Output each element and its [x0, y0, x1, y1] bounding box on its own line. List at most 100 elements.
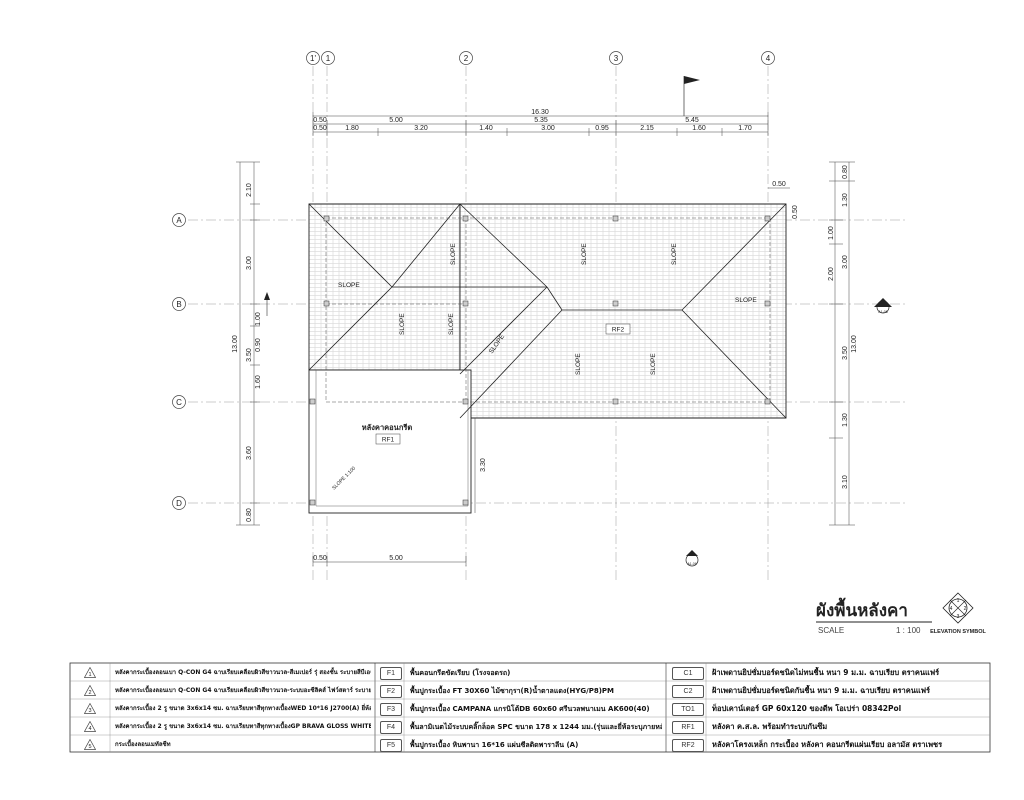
- bottom-dimensions: 0.50 5.00: [312, 555, 467, 566]
- svg-text:RF2: RF2: [612, 327, 625, 334]
- svg-text:2.00: 2.00: [828, 267, 835, 281]
- svg-text:3.20: 3.20: [414, 125, 428, 132]
- roof-outline: [308, 203, 787, 514]
- svg-text:0.95: 0.95: [595, 125, 609, 132]
- svg-text:0.80: 0.80: [246, 508, 253, 522]
- svg-text:1.70: 1.70: [738, 125, 752, 132]
- svg-text:3.10: 3.10: [842, 475, 849, 489]
- grid-bubble-col-4: 4: [761, 51, 775, 65]
- left-dimension-texts: 13.00 2.10 3.00 1.00 0.90 1.60 3.60 0.80…: [232, 183, 262, 522]
- grid-bubble-col-1: 1: [321, 51, 335, 65]
- svg-text:SLOPE: SLOPE: [581, 243, 588, 265]
- svg-text:SLOPE: SLOPE: [575, 353, 582, 375]
- elevation-symbol-icon: 1 2 3 4: [942, 592, 974, 624]
- svg-text:3.50: 3.50: [842, 346, 849, 360]
- right-dimensions: [829, 161, 855, 526]
- carport-label: หลังคาคอนกรีต RF1: [362, 423, 413, 445]
- svg-text:4: 4: [766, 54, 771, 63]
- svg-text:3.00: 3.00: [246, 256, 253, 270]
- svg-text:1.00: 1.00: [255, 312, 262, 326]
- svg-text:1.30: 1.30: [842, 193, 849, 207]
- svg-text:5.00: 5.00: [389, 555, 403, 562]
- svg-text:3: 3: [957, 614, 960, 620]
- left-marker-icon: [264, 292, 270, 316]
- svg-text:1 : 100: 1 : 100: [896, 626, 921, 635]
- svg-text:SCALE: SCALE: [818, 626, 844, 635]
- svg-text:2.10: 2.10: [246, 183, 253, 197]
- svg-text:หลังคาคอนกรีต: หลังคาคอนกรีต: [362, 423, 413, 432]
- svg-text:RF1: RF1: [382, 437, 395, 444]
- svg-text:0.80: 0.80: [842, 165, 849, 179]
- svg-text:1.00: 1.00: [828, 226, 835, 240]
- column-markers: [309, 215, 771, 506]
- svg-text:2: 2: [964, 606, 967, 612]
- svg-text:3.00: 3.00: [842, 255, 849, 269]
- svg-text:13.00: 13.00: [232, 335, 239, 353]
- svg-text:3: 3: [614, 54, 619, 63]
- grid-bubble-row-c: C: [172, 395, 186, 409]
- elevation-mark-right: A1-06: [874, 298, 892, 314]
- left-dimensions: [236, 161, 260, 526]
- svg-text:SLOPE: SLOPE: [650, 353, 657, 375]
- svg-text:1: 1: [957, 598, 960, 604]
- grid-bubbles-columns: 1' 1 2 3 4: [306, 51, 775, 65]
- svg-text:0.50: 0.50: [313, 125, 327, 132]
- svg-text:5.45: 5.45: [685, 117, 699, 124]
- svg-text:C: C: [176, 398, 182, 407]
- svg-text:0.50: 0.50: [313, 117, 327, 124]
- svg-text:5.35: 5.35: [534, 117, 548, 124]
- svg-text:1.80: 1.80: [345, 125, 359, 132]
- svg-text:4: 4: [950, 606, 953, 612]
- svg-text:1.60: 1.60: [692, 125, 706, 132]
- svg-text:A: A: [176, 216, 182, 225]
- svg-text:SLOPE: SLOPE: [671, 243, 678, 265]
- svg-text:1.60: 1.60: [255, 375, 262, 389]
- right-dimension-texts: 0.80 1.30 1.00 2.00 3.00 3.50 13.00 1.30…: [828, 165, 858, 489]
- svg-text:13.00: 13.00: [851, 335, 858, 353]
- svg-text:SLOPE: SLOPE: [448, 313, 455, 335]
- svg-text:A1-06: A1-06: [878, 310, 887, 314]
- grid-bubble-col-2: 2: [459, 51, 473, 65]
- svg-text:1': 1': [310, 54, 316, 63]
- svg-text:2: 2: [464, 54, 469, 63]
- svg-text:A1-06: A1-06: [687, 562, 696, 566]
- svg-text:1.40: 1.40: [479, 125, 493, 132]
- svg-text:0.50: 0.50: [313, 555, 327, 562]
- svg-text:3.30: 3.30: [480, 458, 487, 472]
- top-dimension-texts: 16.30 0.50 5.00 5.35 5.45 0.50 1.80 3.20…: [313, 109, 752, 132]
- rf2-tag: RF2: [605, 323, 631, 335]
- wall-dashed-lines: [325, 217, 771, 403]
- eave-dimensions: 0.50 0.50 3.30: [474, 181, 799, 513]
- svg-text:0.50: 0.50: [792, 205, 799, 219]
- svg-text:D: D: [176, 499, 182, 508]
- svg-text:SLOPE: SLOPE: [735, 297, 757, 304]
- svg-text:3.00: 3.00: [541, 125, 555, 132]
- page-title: ผังพื้นหลังคา: [816, 597, 908, 620]
- grid-bubble-row-b: B: [172, 297, 186, 311]
- svg-text:3.60: 3.60: [246, 446, 253, 460]
- svg-text:SLOPE: SLOPE: [399, 313, 406, 335]
- grid-bubbles-rows: A B C D: [172, 213, 186, 510]
- svg-text:0.90: 0.90: [255, 338, 262, 352]
- svg-text:ELEVATION SYMBOL: ELEVATION SYMBOL: [930, 629, 986, 635]
- legend-table: [69, 662, 991, 753]
- flag-icon: [683, 76, 700, 116]
- grid-bubble-row-d: D: [172, 496, 186, 510]
- grid-bubble-col-3: 3: [609, 51, 623, 65]
- grid-bubble-col-1p: 1': [306, 51, 320, 65]
- grid-bubble-row-a: A: [172, 213, 186, 227]
- svg-text:2.15: 2.15: [640, 125, 654, 132]
- svg-text:B: B: [176, 300, 181, 309]
- svg-text:SLOPE: SLOPE: [338, 282, 360, 289]
- svg-text:0.50: 0.50: [772, 181, 786, 188]
- svg-text:1.30: 1.30: [842, 413, 849, 427]
- svg-text:SLOPE: SLOPE: [450, 243, 457, 265]
- svg-text:16.30: 16.30: [531, 109, 549, 116]
- svg-text:3.50: 3.50: [246, 348, 253, 362]
- svg-text:5.00: 5.00: [389, 117, 403, 124]
- elevation-mark-bottom: A1-06: [685, 550, 699, 567]
- title-block: ผังพื้นหลังคา SCALE 1 : 100 1 2 3 4 ELEV…: [816, 592, 986, 635]
- svg-text:1: 1: [326, 54, 331, 63]
- top-dimensions: [312, 112, 769, 136]
